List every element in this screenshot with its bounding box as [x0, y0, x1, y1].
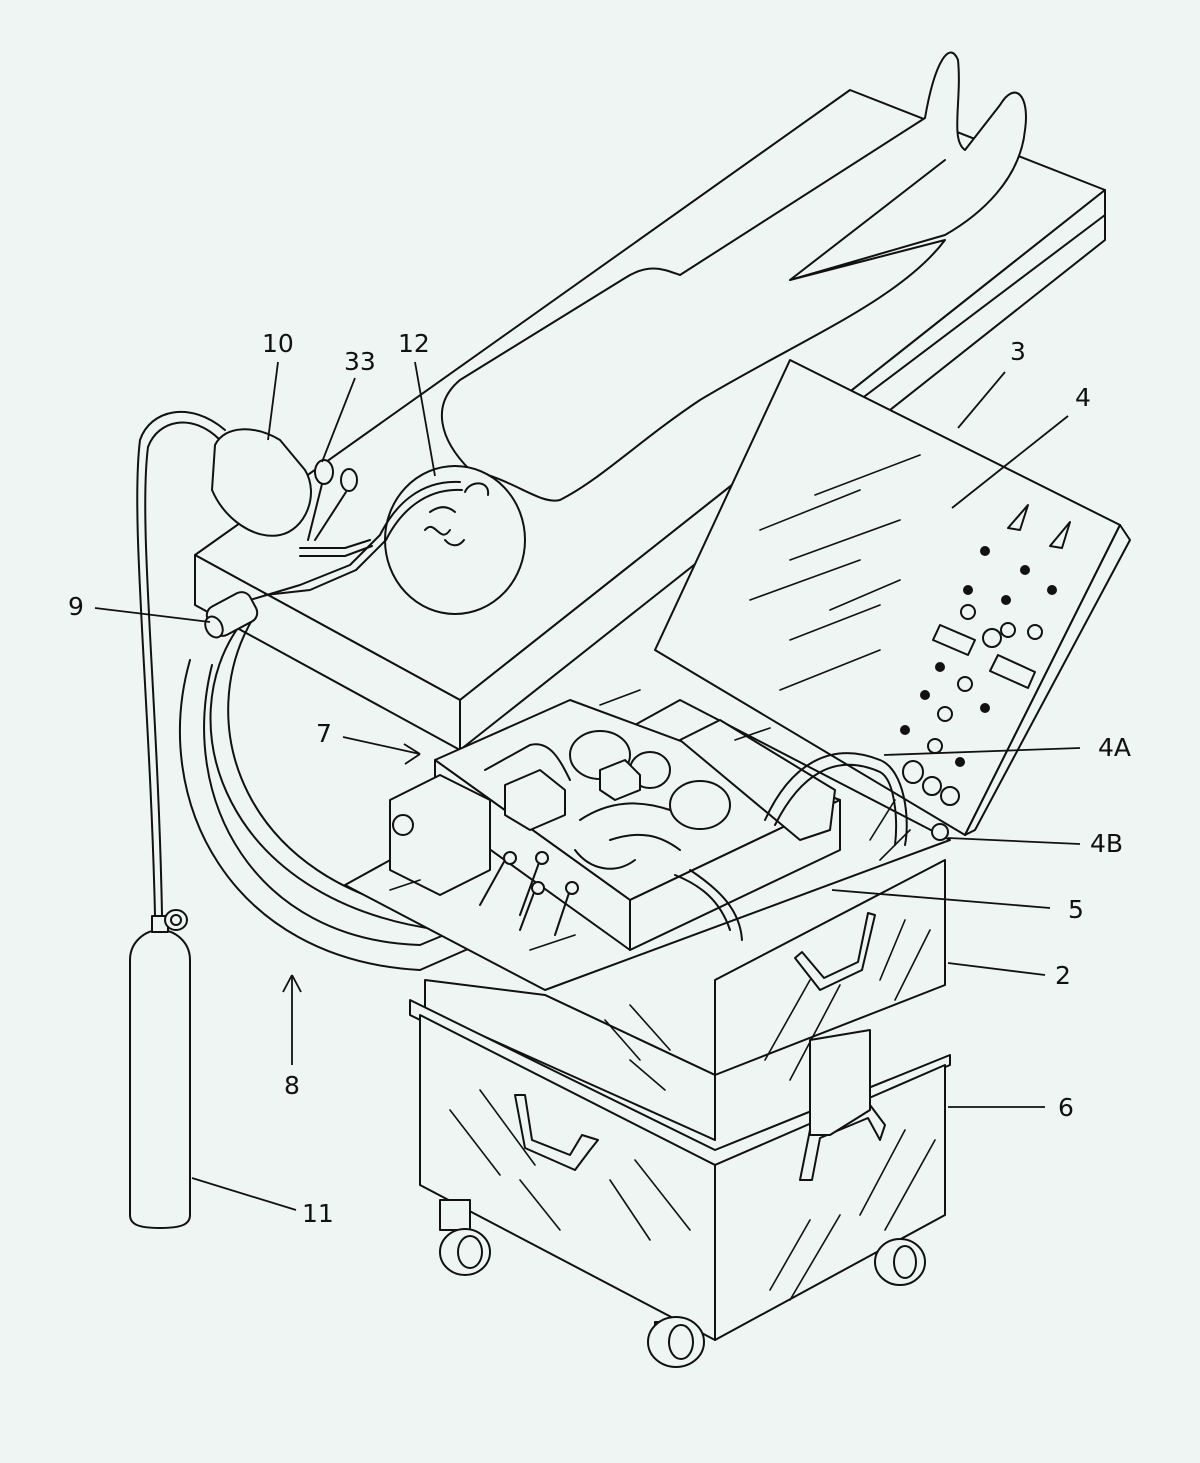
tube-to-reservoir-2 [299, 545, 373, 557]
pump-heads [504, 759, 641, 831]
clamp-33 [307, 459, 358, 541]
label-3: 3 [1010, 337, 1026, 366]
port-4A [902, 760, 924, 784]
panel-glare [749, 454, 921, 691]
patient-face [424, 506, 465, 547]
upper-box-handle [794, 912, 876, 991]
label-4A: 4A [1098, 733, 1131, 762]
pump-cylinders [569, 730, 731, 830]
caster-front-right [647, 1316, 705, 1368]
patient-body [441, 51, 1027, 502]
upper-box-left [424, 979, 716, 1141]
port-4B [931, 823, 949, 841]
label-33: 33 [344, 347, 376, 376]
panel-indicators [1007, 504, 1071, 549]
upper-box-right [714, 859, 946, 1076]
control-panel [654, 359, 1131, 836]
panel-displays [932, 624, 1036, 689]
cylinder-regulator [164, 909, 188, 931]
lower-rim-top [409, 999, 951, 1166]
panel-ports [922, 776, 960, 806]
panel-knobs [900, 546, 1057, 767]
label-8: 8 [284, 1071, 300, 1100]
large-hose-inner [203, 664, 493, 946]
patient-mouth-tube [464, 482, 490, 496]
pump-housing-right [629, 799, 841, 951]
label-9: 9 [68, 592, 84, 621]
patient-leg-gap [789, 159, 946, 281]
tray-glare [389, 689, 911, 951]
patient [384, 51, 1027, 615]
caster-wheels [439, 1199, 926, 1368]
left-motor-knob [392, 814, 414, 836]
pump-unit [389, 689, 949, 951]
label-7: 7 [316, 719, 332, 748]
reference-labels: 10 33 12 3 4 9 7 4A 4B 5 2 8 6 11 [68, 329, 1131, 1228]
patient-head [384, 465, 526, 615]
oxygen-line-inner [144, 421, 221, 916]
large-hose-outer [178, 659, 501, 971]
pump-tubes [484, 743, 743, 941]
label-12: 12 [398, 329, 430, 358]
caster-rear-right [874, 1238, 926, 1286]
leader-lines [94, 361, 1081, 1211]
lower-box-left-handle [514, 1094, 599, 1171]
label-5: 5 [1068, 895, 1084, 924]
caster-front-left [439, 1199, 491, 1276]
cylinder-body [129, 929, 191, 1229]
tube-to-head-2 [264, 488, 463, 596]
label-10: 10 [262, 329, 294, 358]
label-11: 11 [302, 1199, 334, 1228]
tube-to-reservoir [299, 539, 371, 549]
reservoir-bag [211, 428, 312, 537]
oxygen-cylinder [129, 909, 191, 1229]
lower-box-glare [449, 1089, 936, 1301]
panel-dials [927, 604, 1043, 754]
oxygen-line-outer [136, 411, 226, 916]
right-mount-frame [679, 719, 836, 841]
panel-edge [964, 524, 1131, 836]
lower-cart [409, 999, 951, 1341]
hose-loop-a [209, 624, 441, 931]
left-motor-box [389, 774, 491, 896]
upper-box-glare [604, 919, 931, 1091]
table-side-rail [819, 214, 1106, 431]
label-4B: 4B [1090, 829, 1123, 858]
rear-bracket [809, 1029, 871, 1136]
label-2: 2 [1055, 961, 1071, 990]
tube-to-head [249, 480, 461, 601]
reservoir-bag-assembly [204, 428, 358, 639]
pump-outlet-tubes [479, 851, 579, 936]
right-tube-loop [764, 752, 908, 846]
label-6: 6 [1058, 1093, 1074, 1122]
label-4: 4 [1075, 383, 1091, 412]
